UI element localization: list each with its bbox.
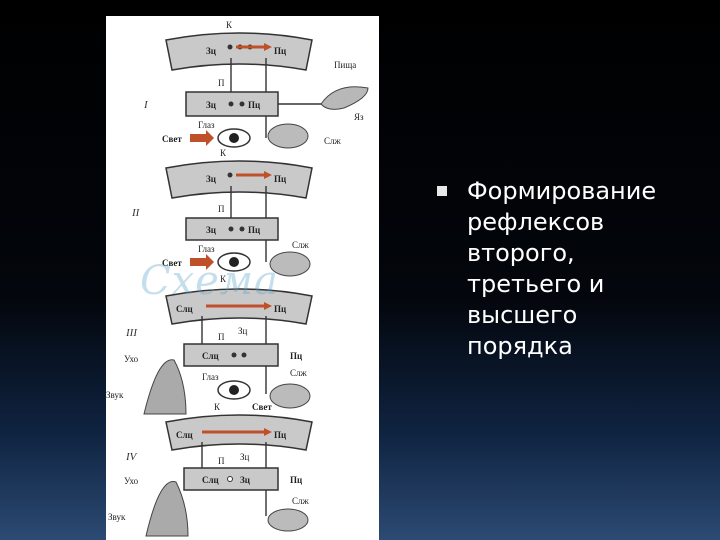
block-4-cortex-label: К [214, 402, 221, 412]
block-2-cortex-left: Зц [206, 174, 217, 184]
block-3-sound: Звук [106, 390, 124, 400]
block-1: К Зц Пц П Зц Пц I Пища Яз Глаз Свет Слж … [143, 20, 369, 158]
block-1-subcortex-left: Зц [206, 100, 217, 110]
block-1-cortex-left: Зц [206, 46, 217, 56]
block-4-cortex-mid: Зц [240, 452, 250, 462]
tongue-icon [320, 86, 369, 110]
block-2-gland: Слж [292, 240, 309, 250]
gland-icon [267, 123, 309, 149]
block-1-subcortex-right: Пц [248, 100, 261, 110]
block-1-tongue: Яз [354, 112, 364, 122]
block-3-subcortex-right: Пц [290, 351, 303, 361]
block-1-gland: Слж [324, 136, 341, 146]
bullet-line: второго, [467, 239, 575, 267]
block-3-ear: Ухо [124, 354, 139, 364]
reflex-diagram-svg: К Зц Пц П Зц Пц I Пища Яз Глаз Свет Слж … [106, 20, 369, 537]
gland-icon [269, 383, 311, 409]
block-1-cortex-right: Пц [274, 46, 287, 56]
block-3-cortex-mid: Зц [238, 326, 248, 336]
bullet-item: Формирование рефлексов второго, третьего… [467, 176, 707, 362]
block-1-eye: Глаз [198, 120, 215, 130]
block-4-roman: IV [125, 451, 138, 463]
block-2-eye: Глаз [198, 244, 215, 254]
bullet-square-icon [437, 186, 447, 196]
block-4-subcortex-label: П [218, 456, 225, 466]
block-3-gland: Слж [290, 368, 307, 378]
block-3-subcortex [183, 343, 279, 367]
block-4: К Слц Пц Зц IV П Слц Зц Пц Ухо Звук Слж [108, 402, 313, 537]
block-4-ear: Ухо [124, 476, 139, 486]
block-2-subcortex-right: Пц [248, 225, 261, 235]
block-3: К Слц Пц Зц III П Слц Пц Ухо Звук Глаз С… [106, 274, 313, 415]
block-3-cortex-label: К [220, 274, 227, 284]
block-3-roman: III [125, 327, 138, 339]
block-3-subcortex-left: Слц [202, 351, 220, 361]
block-4-subcortex-left: Слц [202, 475, 220, 485]
block-1-cortex [165, 32, 313, 71]
ear-icon [145, 480, 189, 537]
block-2-cortex [165, 160, 313, 199]
block-2-subcortex-label: П [218, 204, 225, 214]
block-2-subcortex-left: Зц [206, 225, 217, 235]
block-4-cortex-left: Слц [176, 430, 194, 440]
block-3-cortex-left: Слц [176, 304, 194, 314]
bullet-line: Формирование [467, 177, 657, 205]
block-2-cortex-label-top: К [220, 148, 227, 158]
block-2-cortex-right: Пц [274, 174, 287, 184]
bullet-line: высшего [467, 301, 578, 329]
block-3-light: Свет [252, 402, 272, 412]
block-4-subcortex-right: Пц [290, 475, 303, 485]
bullet-line: рефлексов [467, 208, 605, 236]
block-3-eye: Глаз [202, 372, 219, 382]
block-4-sound: Звук [108, 512, 126, 522]
block-1-roman: I [143, 99, 149, 111]
block-3-cortex-right: Пц [274, 304, 287, 314]
block-4-subcortex-mid: Зц [240, 475, 251, 485]
block-1-food: Пища [334, 60, 356, 70]
reflex-diagram-figure: К Зц Пц П Зц Пц I Пища Яз Глаз Свет Слж … [106, 16, 379, 540]
block-4-gland: Слж [292, 496, 309, 506]
block-1-light: Свет [162, 134, 182, 144]
bullet-line: третьего и [467, 270, 605, 298]
gland-icon [267, 508, 309, 532]
gland-icon [269, 251, 311, 277]
block-2-light: Свет [162, 258, 182, 268]
block-4-cortex-right: Пц [274, 430, 287, 440]
block-2-roman: II [131, 207, 141, 219]
bullet-list: Формирование рефлексов второго, третьего… [437, 176, 707, 362]
block-1-cortex-label: К [226, 20, 233, 30]
block-2: Зц Пц II П Зц Пц Глаз Свет Слж [131, 160, 313, 277]
bullet-line: порядка [467, 332, 573, 360]
block-1-subcortex-label: П [218, 78, 225, 88]
ear-icon [143, 359, 187, 415]
block-3-subcortex-label: П [218, 332, 225, 342]
